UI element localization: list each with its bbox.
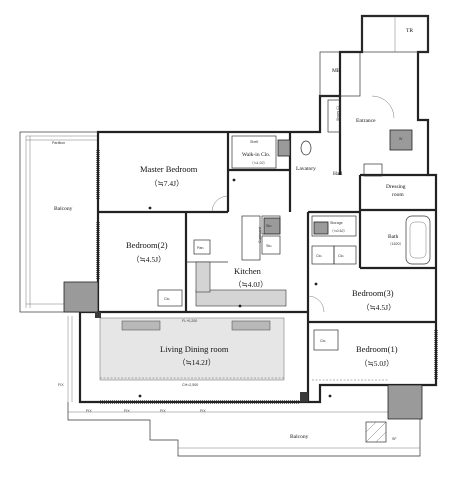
fix-label-1: FIX: [86, 409, 92, 413]
w-label: W: [399, 137, 403, 141]
stu-label-2: Stu.: [266, 244, 272, 248]
shaft-bottom-right: [387, 384, 423, 420]
master-bedroom-size: （≒7.4J）: [150, 179, 184, 188]
light-fixture-1: [232, 178, 236, 182]
living-sofa-left: [121, 320, 161, 331]
living-sofa-right: [231, 320, 271, 331]
toilet-icon: [300, 140, 312, 156]
floor-level-note: FL+0,200: [182, 319, 197, 323]
bathtub-inner: [409, 221, 427, 259]
master-door-swing: [211, 195, 229, 213]
storage-label: Storage: [330, 221, 343, 225]
light-fixture-5: [138, 394, 142, 398]
bedroom1-size: （≒5.0J）: [360, 359, 394, 368]
stu-label-1: Stu.: [266, 224, 272, 228]
closet-a-label: Clo.: [316, 254, 322, 258]
bathtub: [405, 215, 431, 265]
storage-size: （≒0.6J）: [330, 228, 347, 233]
shelf-label: Shelf: [250, 140, 258, 144]
balcony-bottom-area: [67, 316, 421, 457]
closet-b-label: Clo.: [338, 254, 344, 258]
shaft-storage: [313, 221, 329, 235]
walkin-closet-label: Walk-in Clo.: [242, 152, 271, 158]
bath-label: Bath: [388, 234, 399, 240]
walkin-closet-box: [231, 135, 277, 169]
cupboard-box: [241, 215, 261, 261]
bedroom3-door-swing: [307, 295, 325, 313]
fix-label-2: FIX: [124, 409, 130, 413]
bedroom1-label: Bedroom(1): [356, 344, 398, 354]
fix-label-5: FIX: [58, 383, 64, 387]
fix-label-3: FIX: [160, 409, 166, 413]
balcony-left-label: Balcony: [54, 206, 73, 212]
storage-box: [311, 215, 357, 237]
dressing-label: Dressing: [386, 184, 406, 190]
pillar-1: [300, 392, 308, 402]
entrance-door-swing: [371, 95, 395, 119]
light-fixture-6: [328, 394, 332, 398]
partition-label: Partition: [52, 141, 65, 145]
hatch-symbol: [365, 421, 387, 443]
shaft-entrance: [389, 129, 413, 151]
stu-box-1: [261, 215, 281, 235]
pillar-2: [95, 312, 101, 318]
master-bedroom-label: Master Bedroom: [140, 164, 198, 174]
pantry-box: [193, 239, 211, 255]
bedroom2-closet: [157, 289, 183, 307]
fix-label-4: FIX: [200, 409, 206, 413]
light-fixture-4: [314, 282, 318, 286]
washbasin: [363, 163, 383, 177]
shaft-walkin: [277, 139, 291, 157]
hall-label: Hall: [333, 171, 343, 177]
mb-label: MB: [332, 68, 341, 74]
cupboard-label: Cupboard: [258, 227, 262, 243]
entrance-label: Entrance: [356, 118, 376, 124]
stu-box-2: [261, 235, 281, 255]
closet-b: [333, 245, 357, 265]
kitchen-size: （≒4.0J）: [234, 280, 268, 289]
bedroom3-label: Bedroom(3): [352, 288, 394, 298]
light-fixture-2: [148, 206, 152, 210]
tr-room: TR: [361, 15, 429, 53]
dressing-label-2: room: [392, 192, 404, 198]
sf-label: SF: [392, 437, 397, 441]
kitchen-counter: [195, 289, 287, 307]
bedroom2-closet-label: Clo.: [164, 297, 170, 301]
living-dining-size: （≒14.2J）: [178, 358, 215, 367]
bedroom1-closet: [313, 329, 339, 351]
shoes-closet-label: Shoes Cl.: [336, 105, 340, 121]
bedroom2-label: Bedroom(2): [126, 240, 168, 250]
light-fixture-3: [238, 304, 242, 308]
lavatory-label: Lavatory: [296, 166, 316, 172]
mb-room: MB: [319, 51, 361, 97]
living-dining-label: Living Dining room: [160, 344, 229, 354]
walkin-closet-size: （≒1.0J）: [250, 160, 267, 165]
kitchen-side-counter: [195, 261, 211, 293]
bedroom1-closet-label: Clo.: [320, 339, 326, 343]
shaft-left: [63, 281, 99, 313]
bedroom2-size: （≒4.5J）: [132, 255, 166, 264]
bedroom3-size: （≒4.5J）: [362, 303, 396, 312]
shoes-closet: [327, 99, 341, 133]
pantry-label: Pan.: [197, 246, 204, 250]
bath-size: （1620）: [388, 241, 403, 246]
ceiling-note: CH=2,500: [182, 383, 198, 387]
kitchen-label: Kitchen: [234, 266, 262, 276]
tr-label: TR: [406, 28, 413, 34]
balcony-bottom-label: Balcony: [290, 434, 309, 440]
